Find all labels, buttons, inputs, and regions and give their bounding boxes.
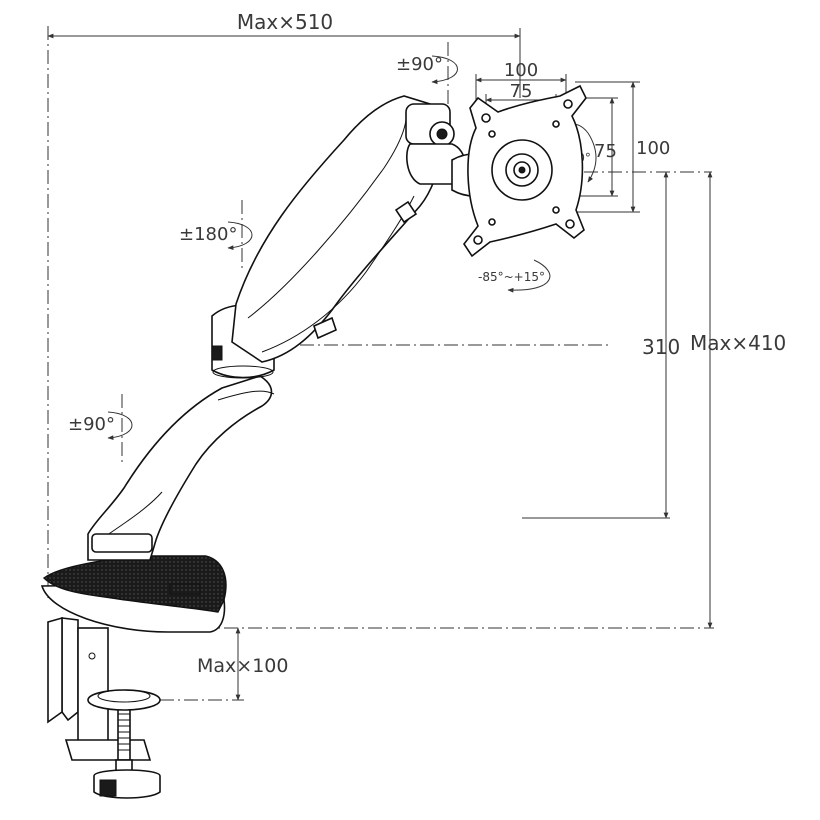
desk-thickness-dimension: Max×100 [160, 627, 288, 701]
vesa-plate [463, 84, 587, 258]
vesa-outer-v-label: 100 [636, 138, 670, 159]
mid-joint-rotation-indicator: ±180° [179, 200, 253, 270]
height-dimensions: 310 Max×410 [200, 171, 786, 629]
tilt-joint [405, 103, 491, 197]
vesa-outer-label: 100 [504, 60, 538, 81]
max-width-label: Max×510 [237, 10, 333, 34]
desk-clamp [47, 616, 161, 799]
vesa-inner-label: 75 [510, 81, 533, 102]
tilt-indicator: -85°~+15° [478, 259, 551, 293]
max-width-dimension: Max×510 [47, 10, 521, 598]
base-joint-label: ±90° [68, 414, 115, 435]
base-joint-rotation-indicator: ±90° [68, 394, 133, 466]
base-plate [40, 555, 227, 633]
vesa-vertical-dimension: 100 75 [570, 81, 670, 213]
top-joint-rotation-indicator: ±90° [396, 42, 458, 104]
desk-max-label: Max×100 [197, 655, 288, 677]
vesa-horizontal-dimension: 100 75 [475, 60, 567, 124]
height-max-label: Max×410 [690, 331, 786, 355]
lower-arm [87, 375, 275, 561]
mid-joint-label: ±180° [179, 224, 237, 245]
height-mid-label: 310 [642, 335, 680, 359]
top-joint-label: ±90° [396, 54, 443, 75]
tilt-label: -85°~+15° [478, 270, 545, 284]
vesa-inner-v-label: 75 [594, 141, 617, 162]
